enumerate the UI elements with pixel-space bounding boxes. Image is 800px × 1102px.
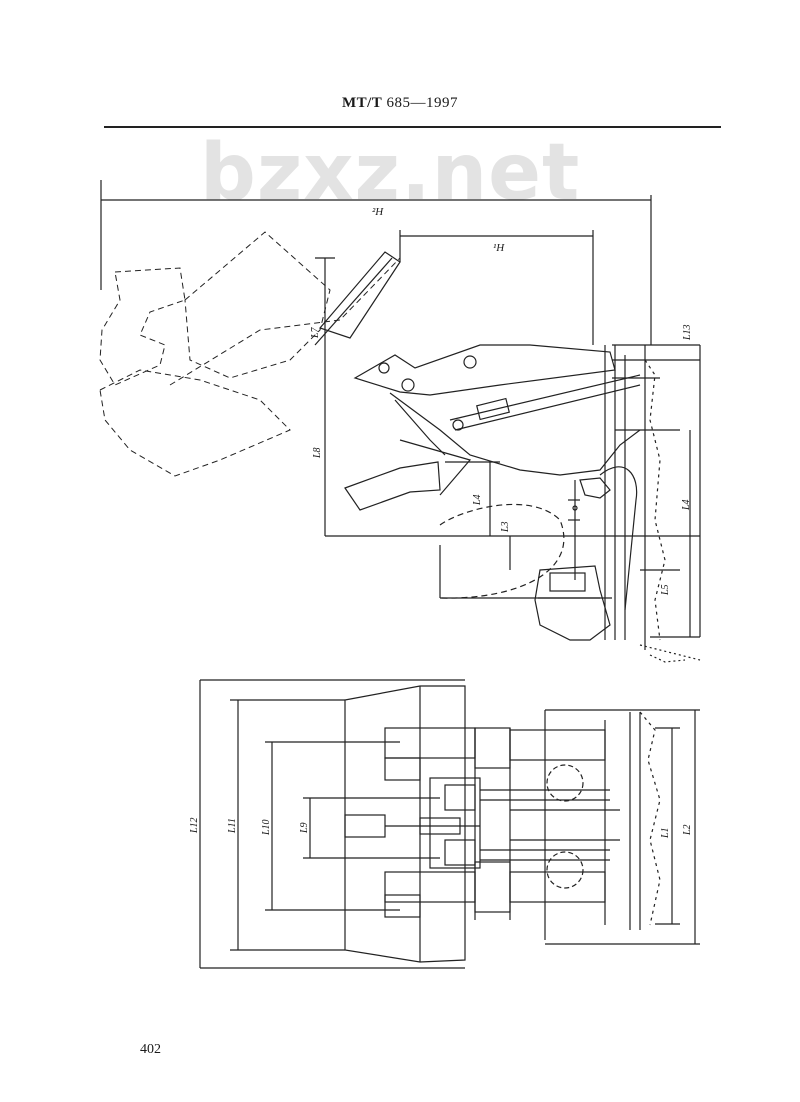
page-header: MT/T 685—1997 xyxy=(0,95,800,112)
plan-view xyxy=(199,679,700,969)
dimension-labels: ²H ¹H L13 L7 L8 L4 L3 L4 L5 图 1 L12 L11 … xyxy=(189,206,713,839)
standard-number: 685—1997 xyxy=(386,95,459,111)
label-l3: L3 xyxy=(500,521,511,533)
label-l11: L11 xyxy=(227,818,238,834)
watermark: bzxz.net xyxy=(200,128,581,218)
label-l8: L8 xyxy=(312,447,323,459)
side-view xyxy=(99,180,701,663)
label-l5: L5 xyxy=(660,584,671,596)
label-l9: L9 xyxy=(299,822,310,834)
label-l12: L12 xyxy=(189,817,200,834)
label-l7: L7 xyxy=(310,326,321,339)
standard-code: MT/T xyxy=(341,95,383,111)
label-l1: L1 xyxy=(660,827,671,839)
label-l13: L13 xyxy=(682,324,693,341)
label-1h: ¹H xyxy=(493,242,505,254)
page-number: 402 xyxy=(140,1042,161,1057)
header-rule xyxy=(104,126,721,128)
label-l10: L10 xyxy=(261,819,272,836)
label-l2: L2 xyxy=(682,824,693,836)
label-l4-outer: L4 xyxy=(681,499,692,511)
label-2h: ²H xyxy=(372,206,384,218)
label-l4-inner: L4 xyxy=(472,494,483,506)
figure-caption: 图 1 xyxy=(700,579,713,601)
